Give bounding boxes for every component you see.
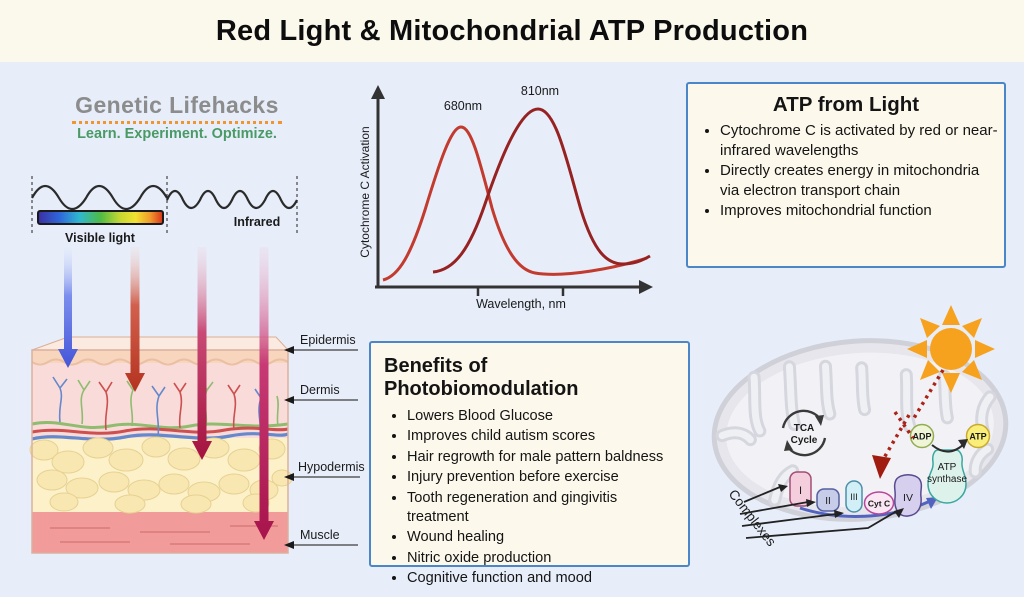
list-item: Cytochrome C is activated by red or near… bbox=[720, 121, 998, 160]
list-item: Cognitive function and mood bbox=[407, 569, 682, 588]
skin-block-outline bbox=[31, 349, 289, 554]
arrow-left-icon bbox=[284, 473, 294, 481]
arrow-left-icon bbox=[284, 396, 294, 404]
epidermis-label: Epidermis bbox=[300, 333, 356, 347]
atp-box-bullet-list: Cytochrome C is activated by red or near… bbox=[696, 121, 998, 221]
electron-transport-complexes: I II III Cyt C IV ATP synthase bbox=[789, 449, 967, 517]
complex-iv-label: IV bbox=[903, 492, 913, 504]
complex-iii-shape bbox=[845, 480, 863, 513]
cyt-c-shape bbox=[863, 491, 895, 515]
cyt-c-label: Cyt C bbox=[868, 499, 890, 509]
list-item: Directly creates energy in mitochondria … bbox=[720, 161, 998, 200]
tca-cycle: TCA Cycle bbox=[781, 409, 827, 457]
logo-dotted-divider bbox=[72, 121, 282, 124]
atp-synthase-label-line1: ATP bbox=[938, 462, 957, 473]
adp-to-atp-arrowhead-icon bbox=[958, 439, 968, 449]
list-item: Wound healing bbox=[407, 528, 682, 547]
list-item: Nitric oxide production bbox=[407, 549, 682, 568]
epidermis-wavy-edge bbox=[31, 358, 289, 366]
atp-box-title: ATP from Light bbox=[772, 93, 920, 116]
dermis-label: Dermis bbox=[300, 383, 340, 397]
benefits-box: Benefits of Photobiomodulation Lowers Bl… bbox=[369, 341, 690, 586]
curve-680nm bbox=[382, 125, 648, 282]
magenta-light-arrow bbox=[254, 247, 274, 540]
page-title: Red Light & Mitochondrial ATP Production bbox=[215, 14, 809, 47]
visible-light-label: Visible light bbox=[65, 231, 136, 245]
light-penetration-arrows bbox=[58, 247, 274, 540]
complex-ii-shape bbox=[816, 488, 840, 512]
list-item: Hair regrowth for male pattern baldness bbox=[407, 448, 682, 467]
complex-iv-shape bbox=[893, 474, 923, 517]
benefits-bullet-list: Lowers Blood Glucose Improves child auti… bbox=[383, 407, 682, 589]
callout-arrowhead-icon bbox=[778, 484, 788, 492]
complex-iii-label: III bbox=[850, 492, 858, 502]
atp-from-light-box: ATP from Light Cytochrome C is activated… bbox=[686, 82, 1006, 268]
infrared-label: Infrared bbox=[234, 215, 281, 229]
arrow-left-icon bbox=[284, 541, 294, 549]
list-item: Improves child autism scores bbox=[407, 427, 682, 446]
skin-penetration-diagram: Epidermis Dermis Hypodermis Muscle bbox=[29, 247, 365, 554]
infrared-wave bbox=[165, 189, 298, 210]
callout-arrowhead-icon bbox=[834, 510, 844, 518]
x-axis-ticks bbox=[476, 287, 565, 296]
epidermis-layer bbox=[32, 350, 288, 363]
visible-spectrum-bar bbox=[37, 210, 164, 225]
callout-arrowhead-icon bbox=[894, 508, 904, 518]
hypodermis-label: Hypodermis bbox=[298, 460, 365, 474]
atp-synthase-shape bbox=[927, 449, 967, 504]
muscle-label: Muscle bbox=[300, 528, 340, 542]
title-bar: Red Light & Mitochondrial ATP Production bbox=[0, 0, 1024, 62]
peak-810nm-label: 810nm bbox=[521, 84, 559, 98]
spectrum-boundary-lines bbox=[31, 176, 298, 234]
visible-light-wave bbox=[31, 184, 168, 211]
cycle-arrow-icon bbox=[815, 415, 824, 426]
tca-label-line1: TCA bbox=[794, 423, 815, 434]
x-axis-arrow-icon bbox=[639, 280, 653, 294]
electron-flow-arrowhead-icon bbox=[926, 497, 938, 509]
brand-name: Genetic Lifehacks bbox=[75, 92, 279, 118]
complex-ii-label: II bbox=[825, 496, 831, 507]
benefits-box-title: Benefits of Photobiomodulation bbox=[384, 355, 579, 400]
atp-molecule bbox=[965, 423, 991, 449]
chart-axes bbox=[375, 96, 641, 289]
mitochondria-diagram: TCA Cycle I II III Cyt C IV ATP synthase… bbox=[711, 305, 1009, 549]
red-light-arrowhead-icon bbox=[872, 455, 891, 479]
dermis-callout: Dermis bbox=[284, 383, 358, 404]
brand-tagline: Learn. Experiment. Optimize. bbox=[77, 126, 277, 142]
hypodermis-callout: Hypodermis bbox=[284, 460, 365, 481]
arrow-left-icon bbox=[284, 346, 294, 354]
y-axis-arrow-icon bbox=[371, 85, 385, 99]
x-axis-label: Wavelength, nm bbox=[476, 297, 566, 311]
light-spectrum-diagram: Visible light Infrared bbox=[31, 176, 298, 245]
list-item: Tooth regeneration and gingivitis treatm… bbox=[407, 489, 682, 528]
skin-layer-labels: Epidermis Dermis Hypodermis Muscle bbox=[284, 333, 365, 549]
adp-molecule bbox=[909, 423, 935, 449]
complex-i-label: I bbox=[799, 485, 802, 497]
tca-label-line2: Cycle bbox=[791, 435, 818, 446]
brand-logo: Genetic Lifehacks Learn. Experiment. Opt… bbox=[60, 92, 294, 142]
list-item: Improves mitochondrial function bbox=[720, 201, 998, 221]
atp-label: ATP bbox=[969, 432, 986, 442]
callout-arrowhead-icon bbox=[806, 499, 816, 507]
crimson-light-arrow bbox=[192, 247, 212, 460]
complex-i-shape bbox=[789, 471, 812, 507]
list-item: Injury prevention before exercise bbox=[407, 468, 682, 487]
red-light-arrow bbox=[125, 247, 145, 392]
cytochrome-activation-chart: 680nm 810nm Wavelength, nm Cytochrome C … bbox=[358, 84, 653, 311]
y-axis-label: Cytochrome C Activation bbox=[358, 126, 372, 257]
red-light-dashed-arrows bbox=[882, 369, 945, 459]
atp-synthase-label-line2: synthase bbox=[927, 474, 967, 485]
curve-810nm bbox=[432, 107, 651, 274]
epidermis-callout: Epidermis bbox=[284, 333, 358, 354]
sun-icon bbox=[907, 305, 995, 393]
list-item: Lowers Blood Glucose bbox=[407, 407, 682, 426]
blue-light-arrow bbox=[58, 247, 78, 368]
cycle-arrow-icon bbox=[784, 440, 793, 451]
adp-label: ADP bbox=[912, 432, 931, 442]
muscle-callout: Muscle bbox=[284, 528, 358, 549]
peak-680nm-label: 680nm bbox=[444, 99, 482, 113]
